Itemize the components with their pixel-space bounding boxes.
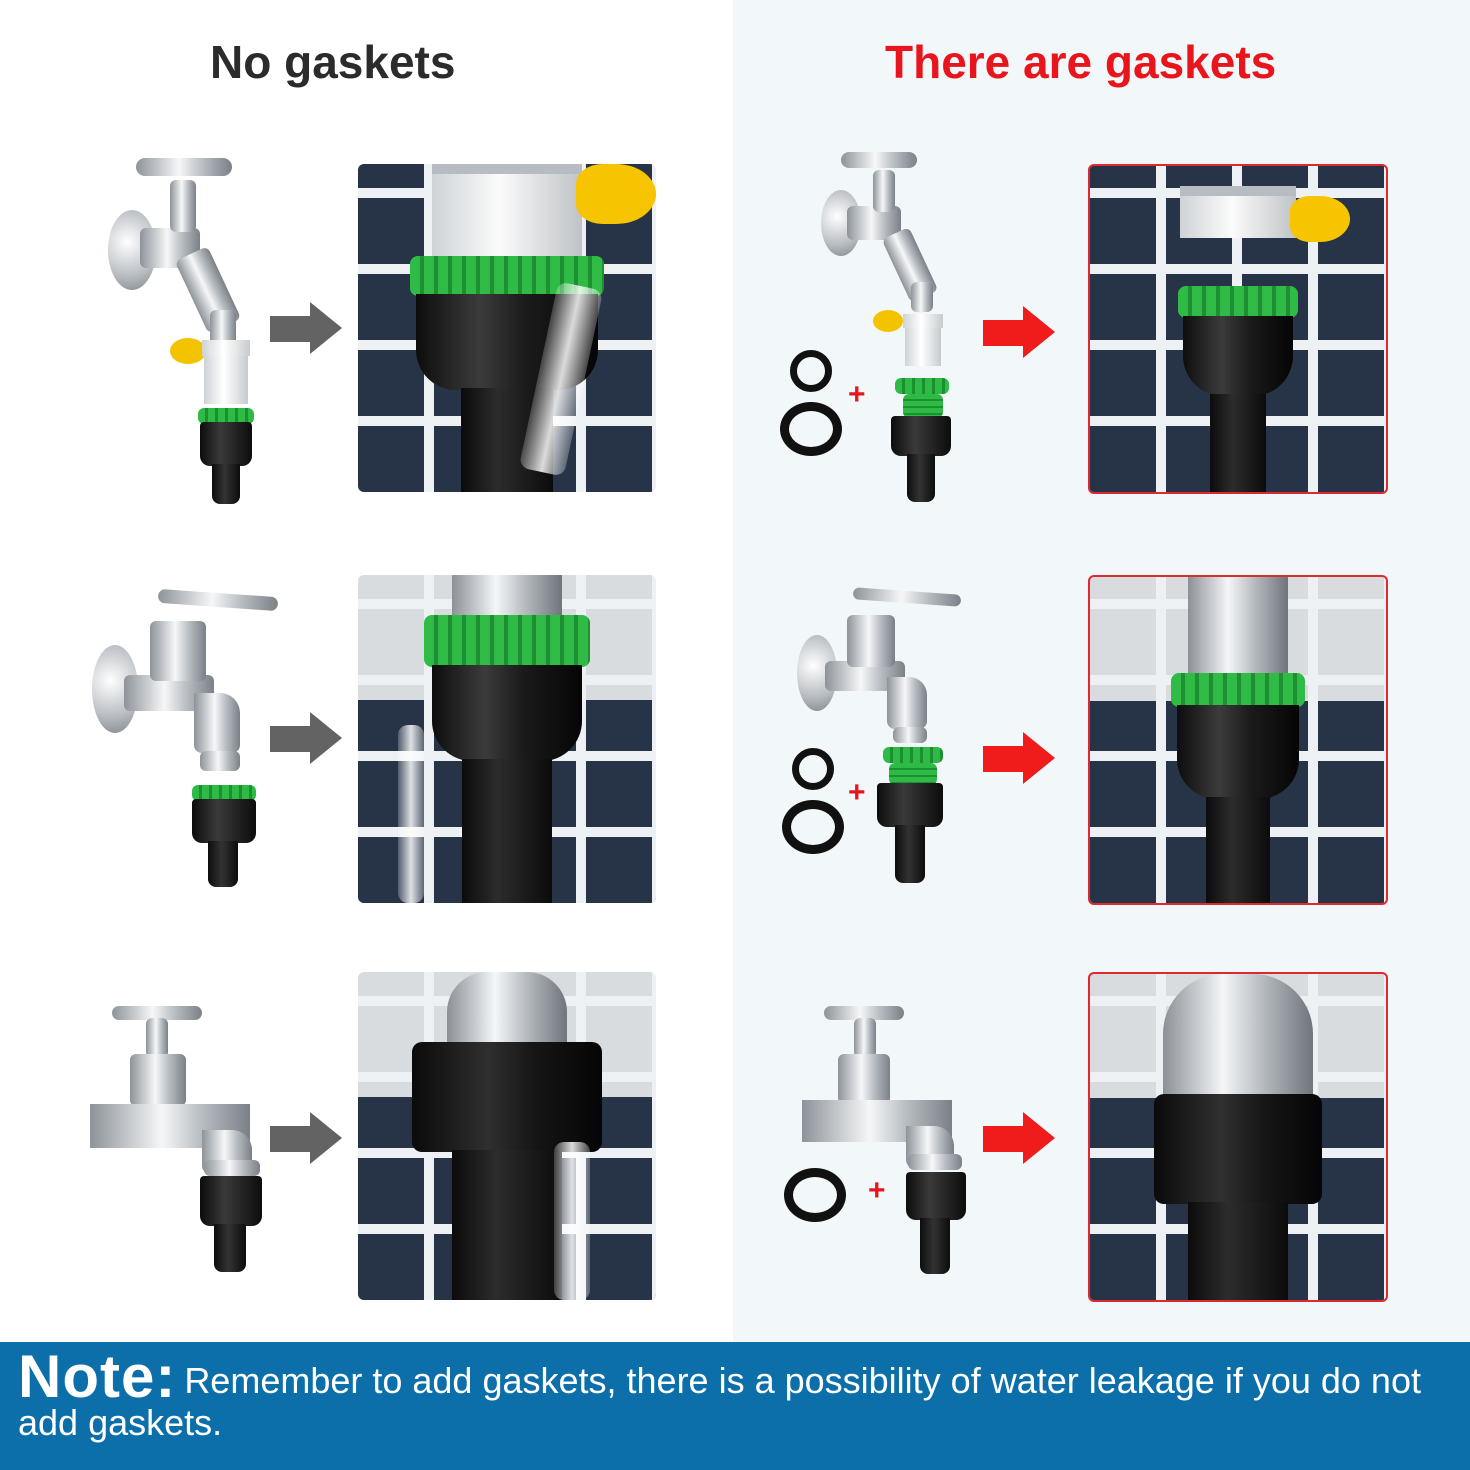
arrow-right-red-icon (983, 306, 1055, 358)
arrow-right-red-icon (983, 732, 1055, 784)
note-banner (0, 1342, 1470, 1470)
photo-leaking-connection-3 (358, 972, 656, 1300)
gasket-icon (790, 350, 832, 392)
photo-leaking-connection-2 (358, 575, 656, 903)
gasket-icon (780, 402, 842, 456)
heading-there-are-gaskets: There are gaskets (885, 36, 1277, 88)
gasket-icon (782, 800, 844, 854)
gasket-icon (784, 1168, 846, 1222)
note-message: Remember to add gaskets, there is a poss… (18, 1360, 1421, 1443)
arrow-right-gray-icon (270, 712, 342, 764)
tap-illustration-2-right (795, 585, 975, 895)
tap-illustration-1-right (815, 150, 965, 505)
gasket-icon (792, 748, 834, 790)
tap-illustration-3-right (800, 1000, 980, 1275)
arrow-right-gray-icon (270, 1112, 342, 1164)
tap-illustration-3-left (90, 1000, 270, 1275)
arrow-right-red-icon (983, 1112, 1055, 1164)
photo-leaking-connection-1 (358, 164, 656, 492)
plus-sign: + (848, 378, 866, 411)
photo-sealed-connection-3 (1088, 972, 1388, 1302)
tap-illustration-2-left (88, 585, 283, 895)
tap-illustration-1-left (100, 150, 270, 505)
heading-no-gaskets: No gaskets (210, 36, 456, 88)
note-text-block: Note:Remember to add gaskets, there is a… (18, 1347, 1458, 1444)
note-label: Note: (18, 1343, 177, 1410)
arrow-right-gray-icon (270, 302, 342, 354)
photo-sealed-connection-2 (1088, 575, 1388, 905)
photo-sealed-connection-1 (1088, 164, 1388, 494)
plus-sign: + (848, 776, 866, 809)
plus-sign: + (868, 1174, 886, 1207)
